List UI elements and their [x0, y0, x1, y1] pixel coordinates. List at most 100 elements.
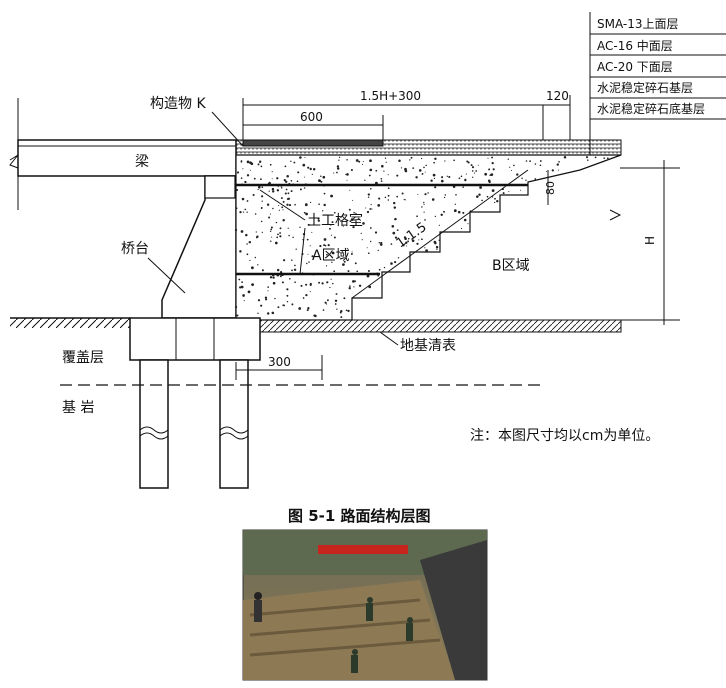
fill-speckle [306, 309, 309, 312]
fill-speckle [276, 236, 279, 239]
structure-k-label: 构造物 K [150, 96, 206, 112]
fill-speckle [477, 164, 479, 166]
fill-speckle [457, 210, 461, 214]
fill-speckle [276, 189, 280, 192]
fill-speckle [387, 187, 390, 190]
fill-speckle [330, 234, 333, 236]
fill-speckle [377, 274, 380, 277]
fill-speckle [266, 312, 270, 315]
fill-speckle [236, 188, 239, 192]
layer-legend: SMA-13上面层 AC-16 中面层 AC-20 下面层 水泥稳定碎石基层 水… [589, 12, 726, 160]
fill-speckle [368, 174, 371, 177]
fill-speckle [387, 199, 390, 201]
fill-speckle [257, 188, 259, 191]
fill-speckle [246, 253, 249, 256]
zone-b-label: B区域 [492, 258, 530, 274]
fill-speckle [308, 261, 310, 263]
fill-speckle [453, 159, 455, 162]
fill-speckle [453, 209, 457, 213]
fill-speckle [448, 175, 451, 179]
fill-speckle [398, 159, 401, 163]
fill-speckle [361, 239, 363, 241]
fill-speckle [267, 290, 269, 292]
fill-speckle [241, 281, 243, 283]
fill-speckle [331, 221, 334, 224]
fill-speckle [349, 189, 351, 191]
fill-speckle [281, 281, 284, 284]
fill-speckle [458, 177, 461, 180]
fill-speckle [397, 257, 400, 259]
fill-speckle [385, 161, 387, 163]
fill-speckle [251, 283, 254, 286]
fill-speckle [280, 197, 283, 200]
fill-speckle [331, 251, 335, 255]
strata: 覆盖层 基 岩 [60, 350, 540, 416]
fill-speckle [318, 179, 321, 182]
fill-speckle [248, 240, 252, 244]
fill-speckle [265, 299, 267, 301]
fill-speckle [279, 275, 282, 278]
fill-speckle [333, 211, 336, 214]
fill-speckle [346, 159, 348, 161]
fill-speckle [324, 301, 327, 304]
fill-speckle [366, 210, 370, 214]
fill-speckle [424, 219, 426, 221]
fill-speckle [270, 228, 273, 231]
fill-speckle [351, 251, 353, 253]
fill-speckle [381, 164, 384, 168]
fill-speckle [276, 177, 279, 180]
fill-speckle [274, 297, 276, 300]
fill-speckle [353, 286, 355, 288]
fill-speckle [326, 303, 328, 305]
fill-speckle [356, 270, 359, 273]
dim-300: 300 [268, 355, 291, 369]
fill-speckle [268, 190, 270, 192]
fill-speckle [291, 303, 294, 306]
fill-speckle [354, 262, 357, 265]
fill-speckle [309, 201, 312, 204]
fill-speckle [415, 176, 418, 179]
fill-speckle [353, 211, 355, 214]
fill-speckle [374, 231, 378, 234]
fill-speckle [349, 220, 352, 223]
fill-speckle [423, 166, 425, 169]
fill-speckle [314, 314, 317, 318]
fill-speckle [350, 168, 353, 172]
fill-speckle [412, 167, 415, 169]
fill-speckle [286, 203, 289, 206]
fill-speckle [258, 185, 261, 189]
fill-speckle [525, 160, 528, 162]
fill-speckle [261, 200, 263, 202]
fill-speckle [299, 188, 302, 191]
fill-speckle [460, 175, 463, 178]
fill-speckle [492, 168, 495, 171]
fill-speckle [339, 252, 341, 254]
fill-speckle [403, 198, 405, 200]
fill-speckle [309, 245, 311, 247]
fill-speckle [285, 180, 288, 183]
fill-speckle [491, 161, 494, 165]
fill-speckle [594, 156, 597, 159]
fill-speckle [387, 174, 389, 176]
fill-speckle [306, 262, 308, 265]
abutment: 桥台 [121, 175, 237, 319]
fill-speckle [546, 170, 548, 173]
unit-note: 注：本图尺寸均以cm为单位。 [470, 428, 659, 444]
fill-speckle [326, 253, 328, 256]
fill-speckle [325, 265, 328, 267]
fill-speckle [563, 156, 567, 159]
fill-speckle [257, 312, 259, 315]
fill-speckle [323, 203, 326, 207]
fill-speckle [433, 161, 435, 164]
fill-speckle [387, 194, 390, 197]
fill-speckle [311, 231, 313, 233]
fill-speckle [336, 308, 338, 310]
fill-speckle [404, 237, 407, 240]
fill-speckle [606, 157, 609, 160]
fill-speckle [420, 157, 423, 160]
fill-speckle [366, 247, 368, 249]
fill-speckle [489, 168, 491, 170]
fill-speckle [416, 242, 419, 245]
fill-speckle [423, 204, 425, 206]
fill-speckle [478, 193, 481, 196]
